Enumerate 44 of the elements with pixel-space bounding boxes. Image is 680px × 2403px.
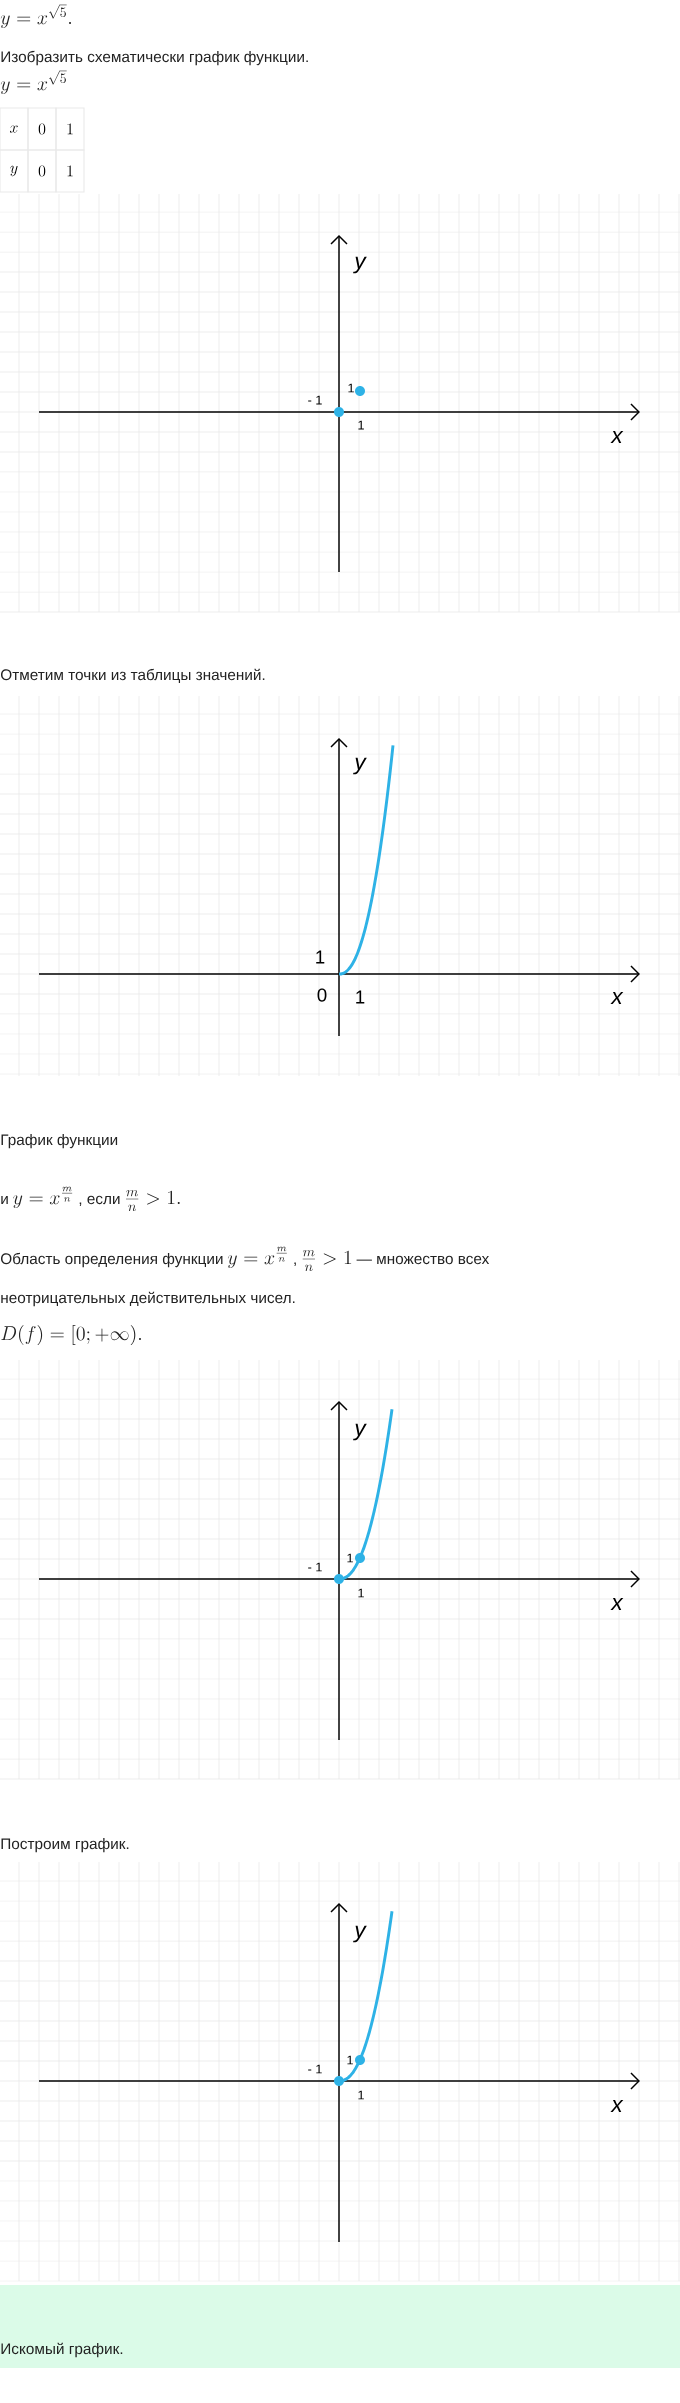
axis-label: y (353, 256, 367, 274)
tick-label: 1 (347, 1553, 353, 1563)
body-text: Область определения функции (1, 1252, 223, 1268)
tick-label: - 1 (308, 1562, 322, 1572)
answer-box: Искомый график. (0, 2285, 680, 2368)
body-text: График функции (1, 1133, 118, 1149)
tick-label: 1 (356, 990, 365, 1004)
axis-label: x (610, 431, 624, 443)
body-text: , если (79, 1195, 120, 1206)
tick-label: 1 (358, 2090, 364, 2100)
table-cell: $0$ (27, 107, 57, 151)
tick-label: 1 (316, 950, 325, 964)
math-formula: $y = x^{\frac{m}{n}}$ (13, 1186, 73, 1209)
body-text: неотрицательных действительных чисел. (1, 1291, 295, 1307)
math-formula: $y = x^{\sqrt{5}}$ (0, 70, 67, 95)
body-text: Отметим точки из таблицы значений. (1, 668, 265, 684)
math-formula: $\frac{m}{n} > 1.$ (126, 1189, 180, 1212)
tick-label: 1 (347, 2055, 353, 2065)
axis-label: x (610, 2100, 624, 2112)
body-text: и (1, 1195, 8, 1204)
table-cell: $1$ (55, 149, 85, 193)
tick-label: - 1 (308, 2064, 322, 2074)
table-cell: $x$ (0, 107, 29, 151)
math-formula: $y = x^{\sqrt{5}}.$ (0, 4, 71, 29)
axis-label: x (610, 1598, 624, 1610)
math-formula: $y = x^{\frac{m}{n}}$ (227, 1246, 287, 1269)
table-cell: $0$ (27, 149, 57, 193)
axis-label: y (353, 1925, 367, 1943)
tick-label: - 1 (308, 395, 322, 405)
body-text: Изобразить схематически график функции. (1, 50, 308, 66)
body-text: , (294, 1262, 296, 1266)
axis-label: x (610, 992, 624, 1004)
axis-label: y (353, 1423, 367, 1441)
tick-label: 1 (358, 1588, 364, 1598)
table-cell: $y$ (0, 149, 29, 193)
math-formula: $\frac{m}{n} > 1$ (302, 1249, 352, 1272)
body-text: Построим график. (1, 1837, 129, 1853)
table-cell: $1$ (55, 107, 85, 151)
axis-label: y (353, 757, 367, 775)
body-text: — множество всех (356, 1255, 490, 1265)
tick-label: 1 (348, 383, 354, 393)
tick-label: 0 (317, 988, 327, 1002)
math-formula: $D(f) = [0; +\infty).$ (1, 1325, 141, 1346)
tick-label: 1 (358, 420, 364, 430)
